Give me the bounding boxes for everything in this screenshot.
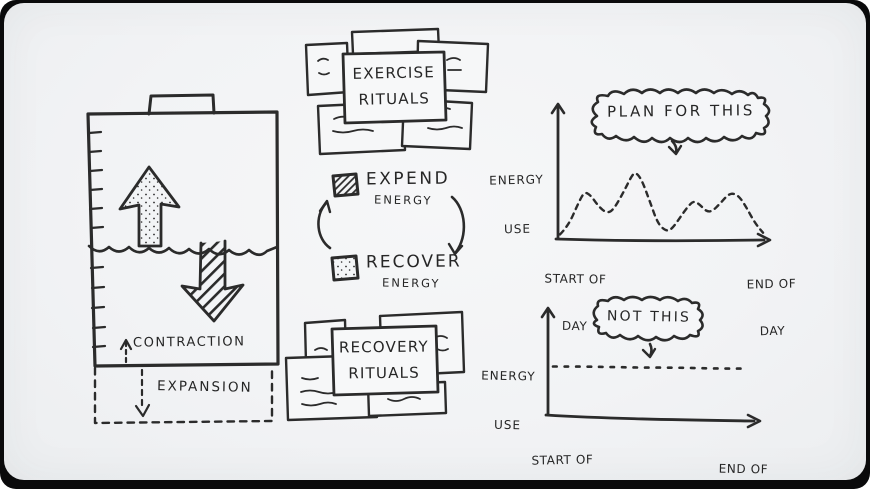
- x-axis: [554, 232, 772, 248]
- plan-callout-bubble: [590, 88, 771, 144]
- not-this-chart: [540, 295, 762, 429]
- exercise-rituals-cards: [304, 27, 490, 156]
- battery-tick-marks: [87, 130, 107, 349]
- exercise-rituals-label: EXERCISE RITUALS: [344, 54, 443, 118]
- contraction-dashed-arrow: [119, 338, 133, 364]
- expansion-label: EXPANSION: [156, 378, 253, 396]
- cycle-arrow-down: [447, 195, 466, 256]
- not-this-callout-text: NOT THIS: [606, 308, 692, 326]
- plan-for-this-callout-text: PLAN FOR THIS: [606, 101, 755, 121]
- battery-sketch: [86, 93, 280, 425]
- expend-energy-sublabel: ENERGY: [373, 192, 433, 208]
- recovery-rituals-line2: RITUALS: [348, 363, 420, 383]
- plan-chart-y-label: ENERGY USE: [485, 139, 550, 270]
- x-axis: [544, 413, 762, 429]
- energy-cycle: [317, 172, 466, 282]
- y-axis: [540, 306, 556, 416]
- recover-energy-sublabel: ENERGY: [381, 275, 441, 291]
- plan-chart-x-start-label: START OF DAY: [544, 271, 607, 334]
- not-chart-x-start-label: START OF DAY: [531, 452, 594, 468]
- battery-body: [86, 110, 280, 368]
- plan-chart-x-end-label: END OF DAY: [746, 276, 797, 339]
- recover-energy-label: RECOVER: [365, 251, 462, 273]
- recover-swatch: [330, 254, 360, 282]
- not-this-callout-arrow: [641, 342, 657, 359]
- y-axis: [550, 102, 566, 240]
- not-this-callout-bubble: [592, 295, 704, 342]
- plan-callout-arrow: [667, 139, 683, 156]
- energy-curve-dashed: [558, 172, 765, 236]
- flat-line-dotted: [551, 365, 748, 370]
- expend-energy-label: EXPEND: [365, 168, 451, 190]
- y-label-line1: ENERGY: [481, 368, 536, 384]
- expansion-up-arrow: [118, 165, 181, 248]
- exercise-rituals-card-front: [341, 50, 448, 125]
- battery-cap: [147, 93, 216, 116]
- cycle-arrow-up: [317, 199, 332, 250]
- recovery-rituals-line1: RECOVERY: [338, 337, 429, 357]
- recovery-rituals-cards: [284, 310, 466, 422]
- recovery-rituals-card-front: [330, 324, 440, 397]
- y-label-line1: ENERGY: [489, 172, 544, 188]
- exercise-rituals-line1: EXERCISE: [352, 62, 436, 83]
- y-label-line2: USE: [503, 221, 532, 237]
- water-line: [87, 244, 279, 257]
- not-chart-x-end-label: END OF DAY: [718, 461, 769, 477]
- expansion-dashed-box: [93, 366, 274, 425]
- contraction-down-arrow: [180, 239, 245, 323]
- contraction-label: CONTRACTION: [132, 334, 246, 351]
- recovery-rituals-label: RECOVERY RITUALS: [334, 329, 435, 390]
- expansion-dashed-arrow: [134, 368, 151, 418]
- plan-chart: [550, 88, 772, 248]
- exercise-rituals-line2: RITUALS: [358, 89, 431, 109]
- expend-swatch: [331, 172, 360, 198]
